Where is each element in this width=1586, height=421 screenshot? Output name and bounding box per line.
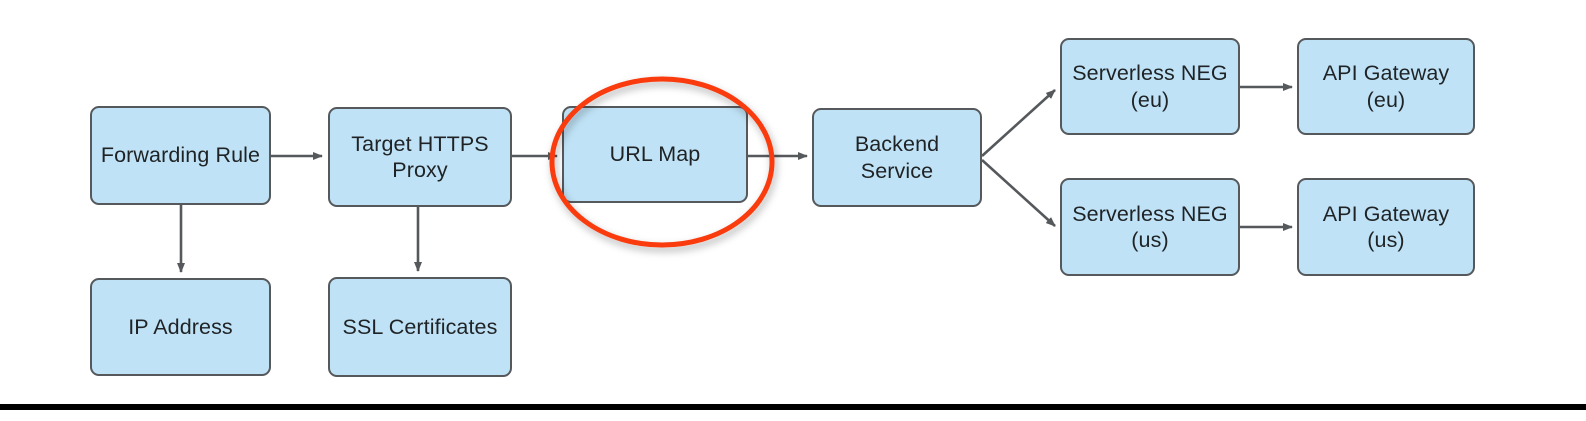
node-api-gateway-eu[interactable]: API Gateway (eu) bbox=[1297, 38, 1475, 135]
node-serverless-neg-eu[interactable]: Serverless NEG (eu) bbox=[1060, 38, 1240, 135]
node-forwarding-rule[interactable]: Forwarding Rule bbox=[90, 106, 271, 205]
node-api-gateway-us[interactable]: API Gateway (us) bbox=[1297, 178, 1475, 276]
node-backend-service[interactable]: Backend Service bbox=[812, 108, 982, 207]
node-label-backend-service: Backend Service bbox=[854, 132, 940, 183]
node-serverless-neg-us[interactable]: Serverless NEG (us) bbox=[1060, 178, 1240, 276]
node-target-https-proxy[interactable]: Target HTTPS Proxy bbox=[328, 107, 512, 207]
node-label-ip-address: IP Address bbox=[128, 314, 233, 339]
edge-backend-service-to-serverless-neg-us bbox=[981, 159, 1056, 227]
node-label-target-https-proxy: Target HTTPS Proxy bbox=[351, 131, 489, 182]
node-label-ssl-certificates: SSL Certificates bbox=[342, 314, 498, 339]
node-label-serverless-neg-eu: Serverless NEG (eu) bbox=[1072, 61, 1228, 112]
bottom-black-bar bbox=[0, 404, 1586, 410]
node-url-map[interactable]: URL Map bbox=[562, 106, 748, 203]
node-label-forwarding-rule: Forwarding Rule bbox=[100, 143, 261, 168]
node-label-serverless-neg-us: Serverless NEG (us) bbox=[1072, 201, 1228, 252]
node-ip-address[interactable]: IP Address bbox=[90, 278, 271, 376]
node-ssl-certificates[interactable]: SSL Certificates bbox=[328, 277, 512, 377]
edge-backend-service-to-serverless-neg-eu bbox=[981, 89, 1056, 157]
node-label-api-gateway-us: API Gateway (us) bbox=[1322, 201, 1450, 252]
node-label-url-map: URL Map bbox=[609, 142, 701, 167]
node-label-api-gateway-eu: API Gateway (eu) bbox=[1322, 61, 1450, 112]
